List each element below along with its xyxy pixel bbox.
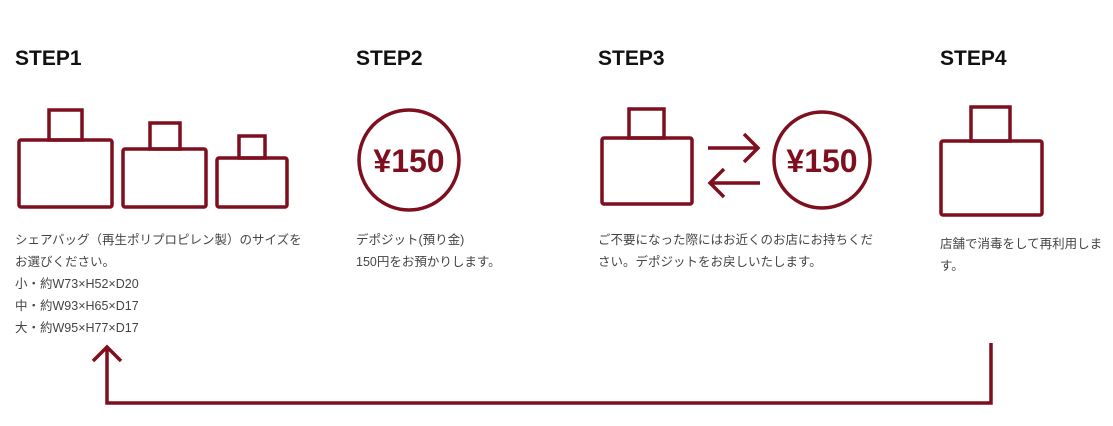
bag-large-icon [17,108,114,209]
step1-title: STEP1 [15,47,82,70]
cycle-arrow-icon [91,343,993,405]
bag-small-icon [215,134,289,209]
size-small: 小・約W73×H52×D20 [15,277,139,291]
step3-text: ご不要になった際にはお近くのお店にお持ちください。デポジットをお戻しいたします。 [598,233,874,269]
step1-description: シェアバッグ（再生ポリプロピレン製）のサイズをお選びください。 小・約W73×H… [15,229,310,339]
step2-title: STEP2 [356,47,423,70]
step1-text: シェアバッグ（再生ポリプロピレン製）のサイズをお選びください。 [15,233,302,269]
step3-title: STEP3 [598,47,665,70]
size-medium: 中・約W93×H65×D17 [15,299,139,313]
coin-icon: ¥150 [772,110,872,210]
coin-icon: ¥150 [357,108,461,212]
step3-description: ご不要になった際にはお近くのお店にお持ちください。デポジットをお戻しいたします。 [598,229,883,273]
step2-description: デポジット(預り金) 150円をお預かりします。 [356,229,576,273]
size-large: 大・約W95×H77×D17 [15,321,139,335]
step2-text: 150円をお預かりします。 [356,255,501,269]
step4-title: STEP4 [940,47,1007,70]
bag-medium-icon [121,121,208,209]
coin-label: ¥150 [373,143,444,179]
exchange-arrows-icon [707,132,761,199]
bag-icon [600,107,694,206]
step4-text: 店舗で消毒をして再利用します。 [940,237,1103,273]
bag-icon [939,105,1044,217]
coin-label: ¥150 [786,143,857,179]
step4-description: 店舗で消毒をして再利用します。 [940,233,1110,277]
step2-text: デポジット(預り金) [356,233,465,247]
